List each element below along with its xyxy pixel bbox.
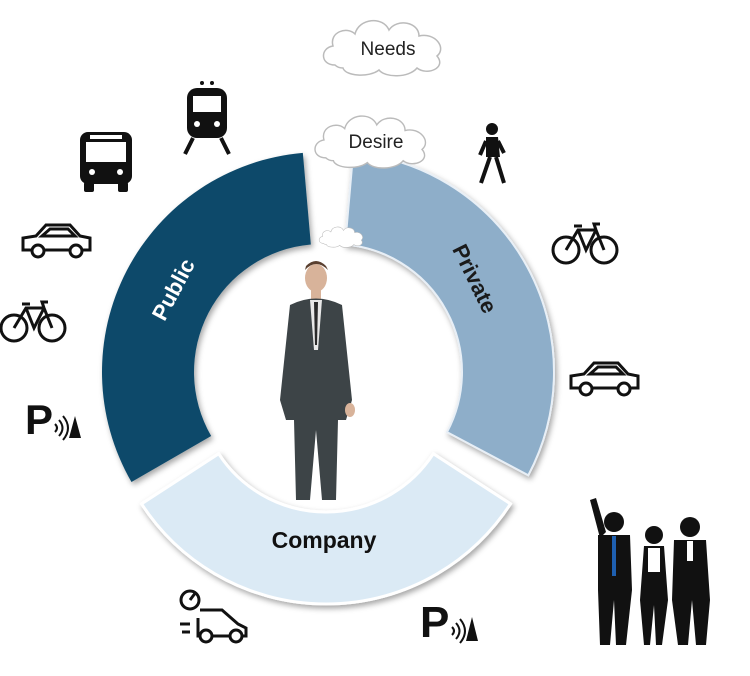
segment-company xyxy=(139,451,513,606)
pedestrian-icon xyxy=(478,123,506,184)
parking-sensor-icon: P xyxy=(25,396,81,443)
svg-text:P: P xyxy=(420,598,449,647)
businessman-figure xyxy=(280,261,355,500)
segment-private xyxy=(344,151,555,477)
bicycle-icon xyxy=(0,300,67,343)
cloud-needs: Needs xyxy=(322,19,442,77)
business-team-silhouette xyxy=(590,498,710,645)
cloud-desire-label: Desire xyxy=(349,132,404,153)
bus-icon xyxy=(80,132,132,192)
cloud-desire: Desire xyxy=(314,115,427,169)
svg-text:P: P xyxy=(25,396,53,443)
segment-public xyxy=(102,152,311,483)
parking-sensor-icon: P xyxy=(420,598,478,647)
car-icon xyxy=(21,223,92,259)
segment-label-company: Company xyxy=(272,527,377,553)
car-icon xyxy=(569,361,640,397)
fast-car-service-icon xyxy=(179,589,248,644)
train-icon xyxy=(183,81,231,155)
cloud-needs-label: Needs xyxy=(361,39,416,60)
bicycle-icon xyxy=(551,222,619,265)
